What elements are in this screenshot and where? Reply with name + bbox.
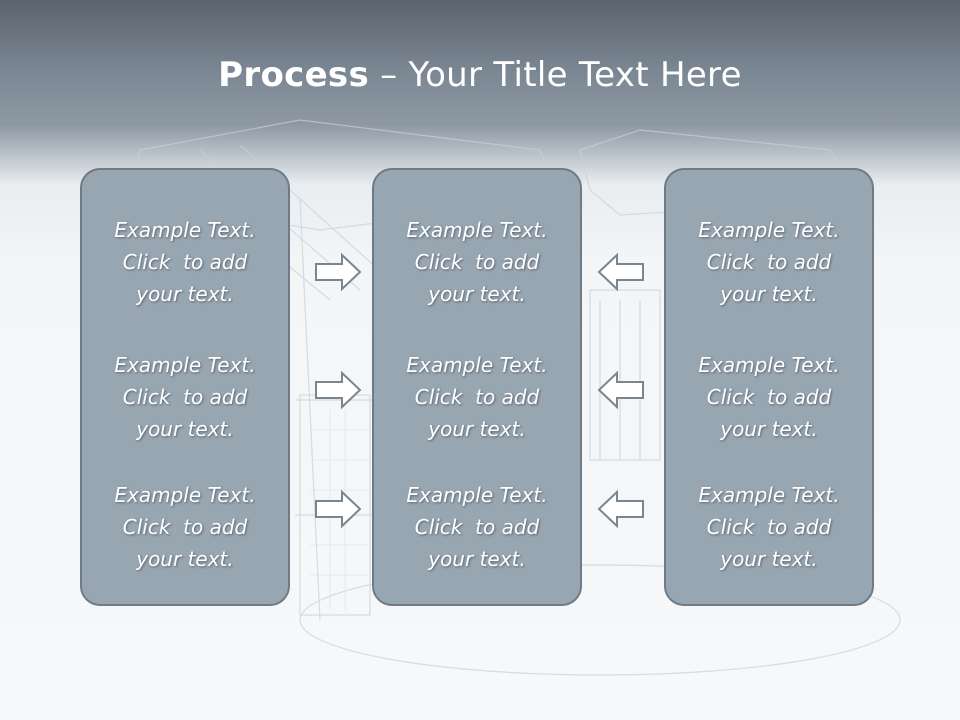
panel-text-block[interactable]: Example Text. Click to add your text. xyxy=(82,479,288,575)
text-line: your text. xyxy=(136,282,234,306)
text-line: Example Text. xyxy=(406,353,548,377)
text-line: Example Text. xyxy=(114,483,256,507)
process-panel-left[interactable]: Example Text. Click to add your text. Ex… xyxy=(80,168,290,606)
title-bold-part: Process xyxy=(218,55,370,95)
process-panel-center[interactable]: Example Text. Click to add your text. Ex… xyxy=(372,168,582,606)
text-line: Example Text. xyxy=(698,218,840,242)
panel-text-block[interactable]: Example Text. Click to add your text. xyxy=(82,349,288,445)
panel-text-block[interactable]: Example Text. Click to add your text. xyxy=(666,214,872,310)
process-panel-right[interactable]: Example Text. Click to add your text. Ex… xyxy=(664,168,874,606)
text-line: Click to add xyxy=(122,250,248,274)
text-line: Click to add xyxy=(706,250,832,274)
left-arrow-icon xyxy=(597,370,644,410)
text-line: Example Text. xyxy=(698,483,840,507)
text-line: your text. xyxy=(136,417,234,441)
title-rest-part: – Your Title Text Here xyxy=(369,55,742,95)
right-arrow-icon xyxy=(315,489,362,529)
right-arrow-icon xyxy=(315,370,362,410)
text-line: Example Text. xyxy=(406,483,548,507)
text-line: Example Text. xyxy=(114,218,256,242)
text-line: your text. xyxy=(720,417,818,441)
text-line: Click to add xyxy=(414,515,540,539)
text-line: Example Text. xyxy=(698,353,840,377)
text-line: Click to add xyxy=(122,515,248,539)
text-line: Click to add xyxy=(414,250,540,274)
panel-text-block[interactable]: Example Text. Click to add your text. xyxy=(666,349,872,445)
text-line: your text. xyxy=(136,547,234,571)
panel-text-block[interactable]: Example Text. Click to add your text. xyxy=(374,349,580,445)
text-line: Click to add xyxy=(706,385,832,409)
text-line: Click to add xyxy=(414,385,540,409)
text-line: Example Text. xyxy=(114,353,256,377)
slide-title[interactable]: Process – Your Title Text Here xyxy=(0,52,960,98)
text-line: your text. xyxy=(428,417,526,441)
left-arrow-icon xyxy=(597,489,644,529)
right-arrow-icon xyxy=(315,252,362,292)
left-arrow-icon xyxy=(597,252,644,292)
text-line: your text. xyxy=(428,547,526,571)
text-line: your text. xyxy=(720,282,818,306)
panel-text-block[interactable]: Example Text. Click to add your text. xyxy=(374,479,580,575)
text-line: your text. xyxy=(720,547,818,571)
text-line: Click to add xyxy=(122,385,248,409)
panel-text-block[interactable]: Example Text. Click to add your text. xyxy=(374,214,580,310)
text-line: Click to add xyxy=(706,515,832,539)
panel-text-block[interactable]: Example Text. Click to add your text. xyxy=(666,479,872,575)
text-line: your text. xyxy=(428,282,526,306)
panel-text-block[interactable]: Example Text. Click to add your text. xyxy=(82,214,288,310)
text-line: Example Text. xyxy=(406,218,548,242)
